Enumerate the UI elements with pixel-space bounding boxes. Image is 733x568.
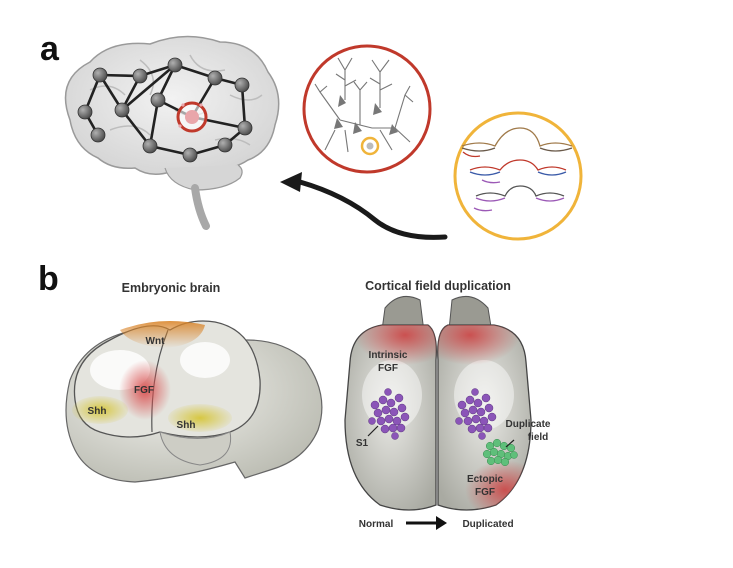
embryonic-brain-illustration [65, 320, 323, 483]
right-arrow-icon [406, 516, 447, 530]
curved-arrow-icon [280, 172, 448, 240]
normal-label: Normal [359, 519, 394, 530]
wnt-label: Wnt [146, 336, 166, 347]
intrinsic-fgf-label-line2: FGF [378, 363, 398, 374]
fgf-label: FGF [134, 385, 154, 396]
ectopic-fgf-label-line2: FGF [475, 487, 495, 498]
duplicate-field-label-line1: Duplicate [505, 419, 550, 430]
panel-letter-a: a [40, 30, 59, 68]
panel-letter-b: b [38, 260, 59, 298]
intrinsic-fgf-label-line1: Intrinsic [369, 350, 408, 361]
shh-left-label: Shh [88, 406, 107, 417]
cortical-hemispheres-illustration [344, 295, 532, 511]
s1-label: S1 [356, 438, 369, 449]
embryonic-brain-title: Embryonic brain [122, 281, 221, 295]
neuron-circle-icon [302, 44, 432, 174]
dna-strand-icon [453, 111, 583, 241]
brain-network-illustration [64, 35, 280, 230]
ectopic-fgf-label-line1: Ectopic [467, 474, 504, 485]
shh-right-label: Shh [177, 420, 196, 431]
cortical-field-duplication-title: Cortical field duplication [365, 279, 511, 293]
duplicated-label: Duplicated [462, 519, 513, 530]
duplicate-field-label-line2: field [528, 432, 549, 443]
